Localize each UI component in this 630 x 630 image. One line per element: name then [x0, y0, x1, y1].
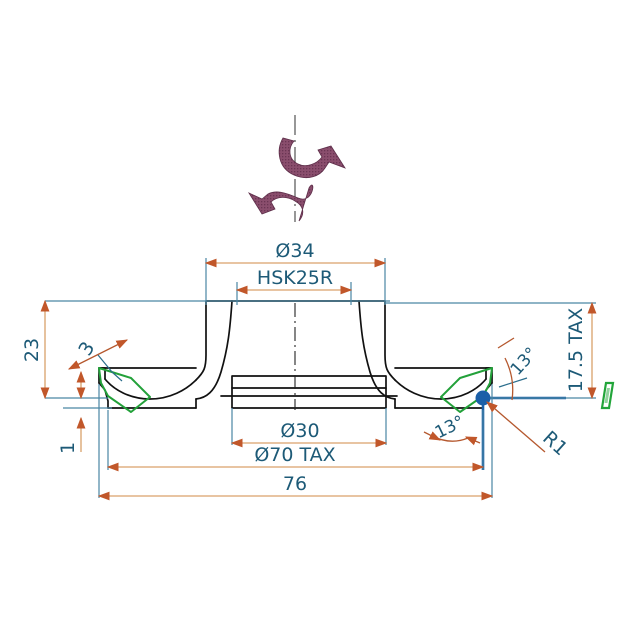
- green-highlight-left: [98, 367, 151, 413]
- dimension-dia30-label: Ø30: [280, 420, 319, 442]
- dimension-dia34-label: Ø34: [275, 240, 314, 262]
- dimension-height-1: 1: [57, 370, 86, 454]
- dimension-hsk25r: HSK25R: [235, 267, 353, 295]
- dimension-height-23-label: 23: [21, 338, 43, 362]
- dimension-dia34: Ø34: [204, 240, 387, 268]
- dimension-dia70-tax-label: Ø70 TAX: [254, 444, 335, 466]
- dimension-dia70-tax: Ø70 TAX: [106, 444, 485, 472]
- green-highlight-right: [440, 367, 493, 413]
- dimension-dia30: Ø30: [230, 420, 388, 448]
- dimension-height-23: 23: [21, 299, 50, 400]
- dimension-height-17-5-tax: 17.5 TAX: [565, 301, 597, 400]
- dimension-hsk25r-label: HSK25R: [257, 267, 333, 289]
- rotation-arrows-symbol: [247, 115, 346, 222]
- dimension-height-17-5-tax-label: 17.5 TAX: [565, 308, 587, 393]
- green-edge-marker: [600, 381, 615, 410]
- dimension-height-1-label: 1: [57, 442, 79, 454]
- dimension-overall-76: 76: [97, 473, 494, 501]
- dimension-overall-76-label: 76: [283, 473, 307, 495]
